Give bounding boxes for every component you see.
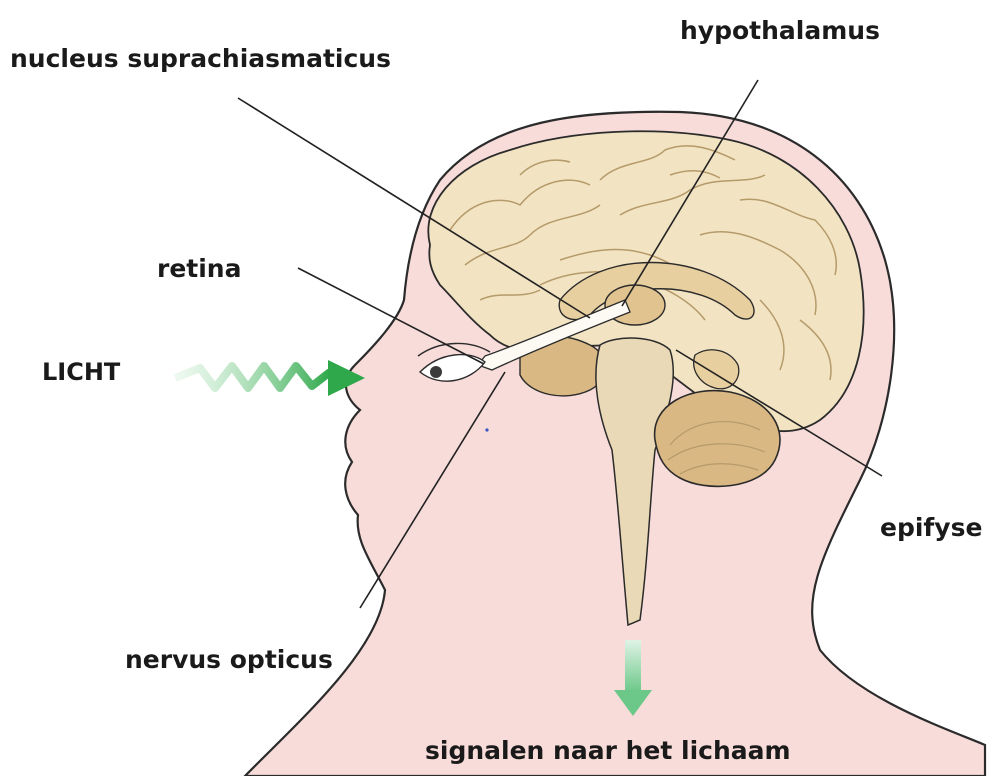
light-arrow [175,360,365,396]
label-licht: LICHT [42,360,120,384]
speck [485,428,488,431]
label-signalen: signalen naar het lichaam [425,738,791,763]
label-nervus-opticus: nervus opticus [125,647,333,672]
label-nucleus-suprachiasmaticus: nucleus suprachiasmaticus [10,46,391,71]
cerebellum [655,391,780,487]
label-retina: retina [157,256,241,281]
label-epifyse: epifyse [880,515,982,540]
label-hypothalamus: hypothalamus [680,18,880,43]
